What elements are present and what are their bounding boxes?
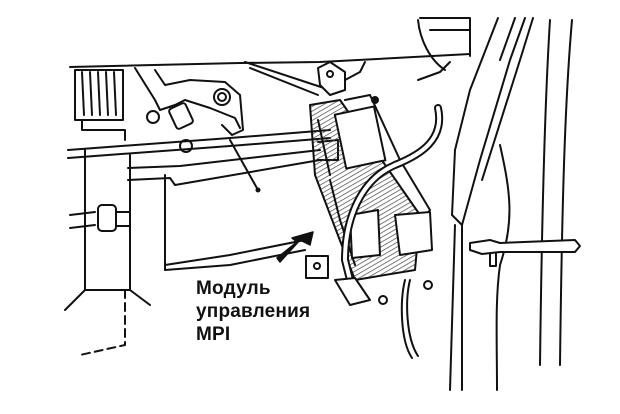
label-line-3: MPI	[196, 324, 231, 345]
wire-harness	[341, 104, 444, 359]
mounting-rods	[67, 129, 339, 186]
latch-assembly	[134, 67, 244, 153]
upper-body-panel	[69, 17, 471, 96]
vent-grille	[74, 69, 126, 141]
door-check-strap	[469, 239, 581, 267]
door-pillar	[449, 17, 573, 391]
module-connector	[305, 211, 433, 306]
label-line-1: Модуль	[196, 278, 271, 299]
callout-arrow	[276, 231, 314, 263]
label-line-2: управления	[196, 301, 311, 322]
left-housing	[64, 149, 166, 356]
cowl-panel	[417, 19, 451, 81]
module-upper-bracket	[317, 61, 366, 96]
mpi-module-label: Модуль управления MPI	[196, 277, 310, 346]
